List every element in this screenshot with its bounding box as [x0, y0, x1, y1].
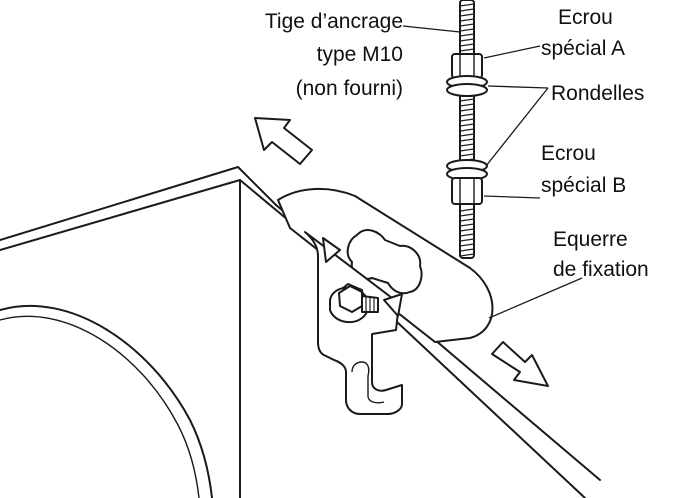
rod-thread-line [459, 103, 475, 107]
rod-thread-line [459, 118, 475, 122]
rod-thread-line [459, 28, 475, 32]
rod-thread-line [459, 43, 475, 47]
special-nut-b [451, 177, 483, 205]
callout-labels: Tige d’ancrage type M10 (non fourni) Ecr… [265, 6, 649, 281]
washer-top-lower [446, 83, 488, 97]
unit-fan-outline [0, 304, 213, 498]
label-nut-a-2: spécial A [541, 37, 625, 60]
leader-bracket [488, 277, 583, 319]
label-bracket-2: de fixation [553, 258, 649, 281]
leader-lines [402, 25, 583, 319]
leader-nut-b [483, 195, 541, 199]
bracket-slot-edge [351, 361, 385, 404]
arrow-down-right-icon [491, 341, 549, 387]
rod-thread-line [459, 23, 475, 27]
rod-thread-line [459, 223, 475, 227]
anchor-rod [446, 0, 488, 259]
leader-anchor-rod [402, 25, 461, 33]
rod-thread-line [459, 33, 475, 37]
rod-thread-line [459, 98, 475, 102]
rod-thread-line [459, 138, 475, 142]
rod-thread-line [459, 248, 475, 252]
unit-top-edge-inner [0, 179, 289, 251]
rod-thread-line [459, 48, 475, 52]
label-washers: Rondelles [551, 82, 644, 105]
arrow-up-left-icon [254, 117, 313, 165]
leader-washers-bottom [485, 87, 549, 167]
bracket-triangle-mark-2 [383, 293, 403, 317]
label-nut-a-1: Ecrou [558, 6, 613, 29]
label-anchor-rod-2: type M10 [317, 43, 403, 66]
unit-top-edge [0, 166, 277, 241]
label-nut-b-1: Ecrou [541, 142, 596, 165]
rod-thread-line [459, 133, 475, 137]
leader-washers-top [487, 85, 549, 89]
rod-thread-line [459, 228, 475, 232]
rod-thread-line [459, 208, 475, 212]
rod-thread-line [459, 243, 475, 247]
rod-thread-line [459, 3, 475, 7]
rod-thread-line [459, 123, 475, 127]
label-nut-b-2: spécial B [541, 174, 626, 197]
rod-thread-line [459, 18, 475, 22]
unit-fan-inner-outline [0, 315, 200, 498]
rod-thread-line [459, 108, 475, 112]
rod-thread-line [459, 213, 475, 217]
rod-thread-line [459, 113, 475, 117]
anchor-rod-threads [459, 3, 475, 257]
special-nut-a [451, 53, 483, 79]
rod-thread-line [459, 38, 475, 42]
rod-thread-line [459, 153, 475, 157]
label-bracket-1: Equerre [553, 228, 628, 251]
bracket-vertical-plate [304, 231, 403, 415]
rod-thread-line [459, 148, 475, 152]
label-anchor-rod-3: (non fourni) [296, 77, 403, 100]
leader-nut-a [483, 45, 541, 59]
fixing-bracket [277, 188, 494, 415]
label-anchor-rod-1: Tige d’ancrage [265, 10, 403, 33]
rod-thread-line [459, 13, 475, 17]
rod-thread-line [459, 128, 475, 132]
bracket-nut [338, 285, 363, 313]
rod-thread-line [459, 8, 475, 12]
rod-thread-line [459, 218, 475, 222]
rod-thread-line [459, 143, 475, 147]
rod-thread-line [459, 233, 475, 237]
rod-thread-line [459, 253, 475, 257]
bracket-triangle-mark-1 [322, 237, 341, 263]
rod-thread-line [459, 238, 475, 242]
